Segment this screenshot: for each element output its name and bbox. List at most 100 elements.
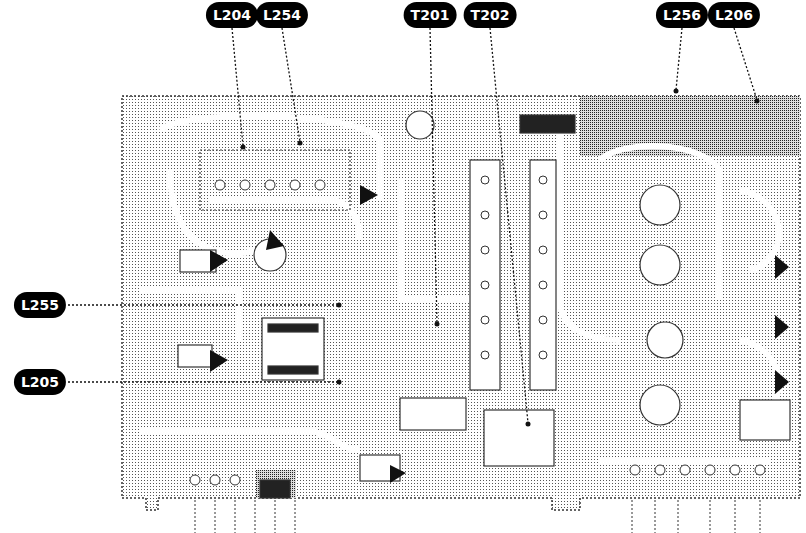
callout-label: L206 bbox=[708, 2, 760, 28]
connector-pins bbox=[195, 500, 760, 533]
ground-pad bbox=[260, 480, 290, 498]
transformer-t201 bbox=[400, 398, 466, 430]
callout-label: L204 bbox=[206, 2, 258, 28]
component-row bbox=[470, 160, 500, 390]
capacitor bbox=[647, 322, 683, 358]
callout-label: T201 bbox=[404, 2, 457, 28]
ground-plane bbox=[580, 96, 800, 156]
transistor bbox=[775, 255, 789, 279]
leader-end bbox=[674, 89, 679, 94]
leader-line bbox=[282, 28, 300, 142]
leader-line bbox=[430, 28, 437, 323]
resistor bbox=[178, 345, 212, 367]
leader-end bbox=[755, 99, 760, 104]
pin bbox=[655, 500, 656, 533]
resistor bbox=[740, 400, 790, 440]
transistor bbox=[775, 370, 789, 394]
pad bbox=[210, 475, 220, 485]
trace bbox=[600, 457, 770, 463]
pad bbox=[539, 211, 547, 219]
leader-line bbox=[68, 381, 338, 382]
callout-label: L205 bbox=[14, 369, 66, 395]
pad bbox=[539, 281, 547, 289]
pad bbox=[655, 465, 665, 475]
pin bbox=[295, 500, 296, 533]
pad bbox=[680, 465, 690, 475]
pad bbox=[730, 465, 740, 475]
pad bbox=[539, 351, 547, 359]
pin bbox=[710, 500, 711, 533]
callout-label: T202 bbox=[464, 2, 517, 28]
component-row bbox=[530, 160, 556, 390]
capacitor bbox=[406, 111, 434, 139]
transformer-t202 bbox=[484, 410, 554, 466]
transistor bbox=[266, 230, 284, 250]
leader-end bbox=[337, 303, 342, 308]
pad bbox=[481, 281, 489, 289]
trace bbox=[170, 170, 260, 253]
callout-label: L255 bbox=[14, 292, 66, 318]
pad bbox=[481, 316, 489, 324]
capacitor bbox=[640, 185, 680, 225]
pad bbox=[290, 180, 300, 190]
pad bbox=[190, 475, 200, 485]
pad bbox=[755, 465, 765, 475]
pad bbox=[539, 246, 547, 254]
traces bbox=[140, 116, 779, 460]
pin bbox=[275, 500, 276, 533]
ic-pins bbox=[268, 366, 318, 374]
callout-label: L256 bbox=[656, 2, 708, 28]
pin bbox=[632, 500, 633, 533]
trace bbox=[740, 190, 779, 270]
pad bbox=[481, 351, 489, 359]
pad bbox=[240, 180, 250, 190]
leader-end bbox=[435, 322, 440, 327]
leader-line bbox=[232, 28, 243, 146]
pin bbox=[235, 500, 236, 533]
trace bbox=[210, 200, 360, 240]
trace bbox=[140, 290, 240, 340]
transistor bbox=[210, 350, 228, 372]
pad bbox=[539, 316, 547, 324]
transistor bbox=[360, 185, 378, 205]
pad bbox=[481, 176, 489, 184]
pad bbox=[315, 180, 325, 190]
pad bbox=[630, 465, 640, 475]
pin bbox=[678, 500, 679, 533]
trace bbox=[600, 146, 720, 300]
pin bbox=[255, 500, 256, 533]
leader-lines bbox=[68, 28, 757, 423]
ic-chip bbox=[262, 318, 324, 380]
pad bbox=[705, 465, 715, 475]
pin bbox=[195, 500, 196, 533]
coil-area bbox=[200, 150, 350, 210]
leader-end bbox=[241, 145, 246, 150]
leader-line bbox=[676, 28, 682, 90]
trace bbox=[140, 430, 360, 450]
pads bbox=[190, 176, 765, 485]
leader-end bbox=[298, 141, 303, 146]
pad bbox=[215, 180, 225, 190]
leader-line bbox=[68, 304, 338, 305]
leader-end bbox=[526, 422, 531, 427]
leader-line bbox=[490, 28, 528, 423]
pin bbox=[735, 500, 736, 533]
transistor-tabs bbox=[210, 185, 789, 483]
pad bbox=[481, 211, 489, 219]
pin bbox=[760, 500, 761, 533]
ic-pins bbox=[268, 324, 318, 332]
pad bbox=[539, 176, 547, 184]
trace bbox=[160, 116, 380, 200]
callout-label: L254 bbox=[256, 2, 308, 28]
capacitor bbox=[640, 245, 680, 285]
diode bbox=[520, 115, 575, 133]
pad bbox=[265, 180, 275, 190]
capacitor bbox=[640, 385, 680, 425]
pad bbox=[481, 246, 489, 254]
transistor bbox=[210, 250, 228, 272]
leader-end bbox=[337, 380, 342, 385]
board bbox=[122, 96, 800, 510]
board-outline bbox=[122, 96, 800, 510]
